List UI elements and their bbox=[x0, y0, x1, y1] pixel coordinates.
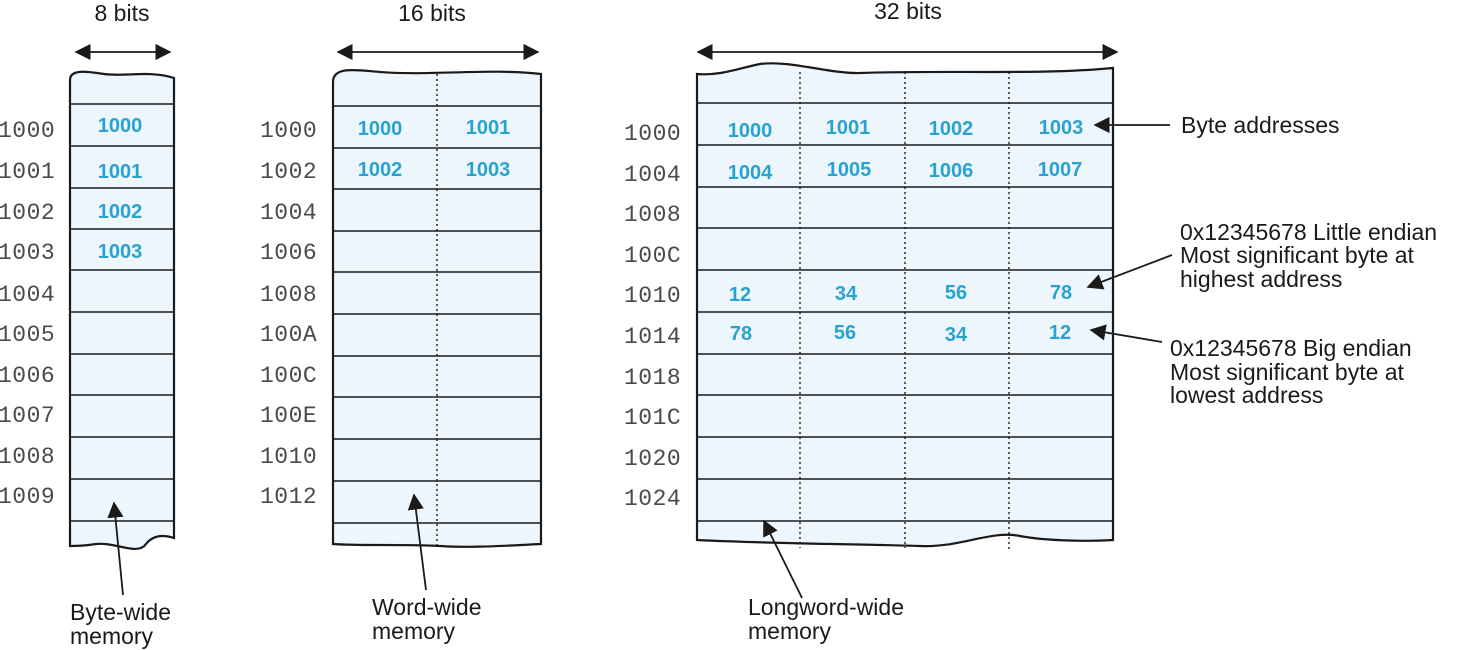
byte-wide-memory: 8 bits 1000 1001 1002 1003 1004 1005 100… bbox=[0, 0, 176, 649]
longword-caption-pointer bbox=[763, 519, 803, 599]
big-endian-pointer bbox=[1089, 324, 1163, 343]
address-label: 1024 bbox=[624, 486, 681, 512]
longword-memory-frame bbox=[695, 62, 1115, 548]
address-label: 1008 bbox=[624, 202, 681, 228]
address-label: 100E bbox=[260, 403, 317, 429]
memory-cell: 1005 bbox=[827, 159, 872, 181]
big-endian-byte: 12 bbox=[1049, 322, 1071, 344]
longword-row-lines bbox=[697, 102, 1113, 522]
byte-caption-pointer bbox=[107, 501, 124, 596]
byte-memory-frame bbox=[68, 70, 176, 550]
address-label: 1003 bbox=[0, 240, 55, 266]
memory-cell: 1001 bbox=[98, 161, 143, 183]
address-label: 1004 bbox=[624, 162, 681, 188]
byte-addresses-label: Byte addresses bbox=[1181, 112, 1340, 138]
byte-address-labels: 1000 1001 1002 1003 1004 1005 1006 1007 … bbox=[0, 118, 55, 510]
little-endian-desc-1: Most significant byte at bbox=[1180, 242, 1415, 268]
annotations: Byte addresses 0x12345678 Little endian … bbox=[1086, 112, 1437, 408]
little-endian-byte: 12 bbox=[729, 284, 751, 306]
address-label: 101C bbox=[624, 405, 681, 431]
memory-cell: 1006 bbox=[929, 160, 974, 182]
address-label: 1006 bbox=[260, 240, 317, 266]
address-label: 100C bbox=[624, 243, 681, 269]
longword-width-label: 32 bits bbox=[874, 0, 942, 24]
address-label: 1006 bbox=[0, 363, 55, 389]
longword-caption-line-1: Longword-wide bbox=[748, 594, 904, 620]
address-label: 1002 bbox=[260, 159, 317, 185]
memory-cell: 1001 bbox=[826, 117, 871, 139]
little-endian-title: 0x12345678 Little endian bbox=[1180, 219, 1437, 245]
memory-cell: 1003 bbox=[1039, 117, 1084, 139]
address-label: 1005 bbox=[0, 322, 55, 348]
address-label: 1018 bbox=[624, 365, 681, 391]
memory-cell: 1002 bbox=[98, 201, 143, 223]
little-endian-byte: 78 bbox=[1050, 282, 1072, 304]
address-label: 1004 bbox=[0, 282, 55, 308]
word-cells: 1000 1001 1002 1003 bbox=[358, 117, 511, 181]
memory-cell: 1004 bbox=[728, 162, 773, 184]
longword-wide-memory: 32 bits 1000 1004 1008 100C 1010 bbox=[624, 0, 1119, 644]
address-label: 1000 bbox=[0, 118, 55, 144]
longword-address-labels: 1000 1004 1008 100C 1010 1014 1018 101C … bbox=[624, 121, 681, 512]
address-label: 1009 bbox=[0, 484, 55, 510]
big-endian-desc-1: Most significant byte at bbox=[1170, 359, 1405, 385]
big-endian-byte: 78 bbox=[730, 323, 752, 345]
address-label: 1002 bbox=[0, 200, 55, 226]
memory-cell: 1001 bbox=[466, 117, 511, 139]
address-label: 1010 bbox=[260, 444, 317, 470]
memory-cell: 1007 bbox=[1038, 159, 1083, 181]
address-label: 100A bbox=[260, 322, 317, 348]
address-label: 1000 bbox=[260, 118, 317, 144]
byte-caption-line-1: Byte-wide bbox=[70, 599, 171, 625]
longword-caption-line-2: memory bbox=[748, 618, 832, 644]
byte-caption-line-2: memory bbox=[70, 623, 154, 649]
big-endian-row: 78 56 34 12 bbox=[730, 322, 1071, 346]
big-endian-byte: 34 bbox=[945, 324, 968, 346]
longword-byte-dividers bbox=[799, 72, 1010, 550]
byte-width-label: 8 bits bbox=[95, 0, 150, 26]
little-endian-byte: 56 bbox=[945, 282, 967, 304]
big-endian-title: 0x12345678 Big endian bbox=[1170, 335, 1412, 361]
address-label: 1012 bbox=[260, 484, 317, 510]
address-label: 1007 bbox=[0, 403, 55, 429]
word-caption-pointer bbox=[407, 493, 427, 591]
address-label: 1000 bbox=[624, 121, 681, 147]
longword-cells: 1000 1001 1002 1003 1004 1005 1006 1007 bbox=[728, 117, 1084, 184]
memory-cell: 1000 bbox=[98, 115, 143, 137]
byte-cells: 1000 1001 1002 1003 bbox=[98, 115, 143, 263]
address-label: 1008 bbox=[0, 444, 55, 470]
address-label: 1010 bbox=[624, 283, 681, 309]
address-label: 1014 bbox=[624, 324, 681, 350]
memory-cell: 1003 bbox=[98, 241, 143, 263]
word-caption-line-1: Word-wide bbox=[372, 594, 482, 620]
memory-cell: 1000 bbox=[728, 120, 773, 142]
little-endian-row: 12 34 56 78 bbox=[729, 282, 1072, 306]
memory-cell: 1000 bbox=[358, 118, 403, 140]
memory-cell: 1003 bbox=[466, 159, 511, 181]
address-label: 1008 bbox=[260, 282, 317, 308]
memory-cell: 1002 bbox=[929, 118, 974, 140]
word-width-label: 16 bits bbox=[398, 0, 466, 26]
word-row-lines bbox=[333, 105, 541, 524]
little-endian-desc-2: highest address bbox=[1180, 266, 1342, 292]
address-label: 1020 bbox=[624, 446, 681, 472]
little-endian-byte: 34 bbox=[835, 283, 858, 305]
word-caption-line-2: memory bbox=[372, 618, 456, 644]
address-label: 1001 bbox=[0, 159, 55, 185]
big-endian-byte: 56 bbox=[834, 322, 856, 344]
big-endian-desc-2: lowest address bbox=[1170, 382, 1323, 408]
memory-cell: 1002 bbox=[358, 159, 403, 181]
byte-row-lines bbox=[70, 103, 174, 522]
word-wide-memory: 16 bits 1000 1002 1004 1006 1008 100A 10… bbox=[260, 0, 543, 644]
address-label: 1004 bbox=[260, 200, 317, 226]
little-endian-pointer bbox=[1086, 254, 1173, 290]
word-address-labels: 1000 1002 1004 1006 1008 100A 100C 100E … bbox=[260, 118, 317, 510]
address-label: 100C bbox=[260, 363, 317, 389]
